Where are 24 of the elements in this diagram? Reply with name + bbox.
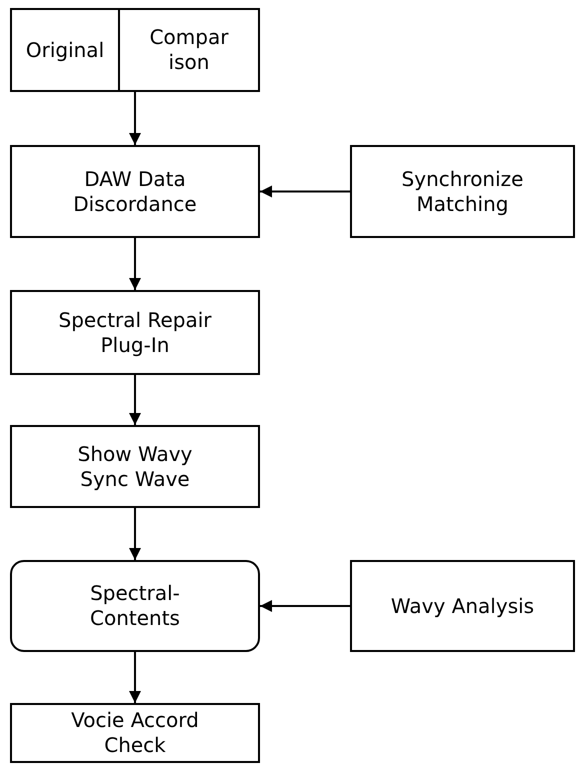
arrow: [260, 600, 350, 612]
arrow: [129, 238, 141, 290]
process-box: [10, 8, 260, 92]
node-label: Wavy Analysis: [390, 594, 534, 618]
process-box: [350, 560, 575, 652]
arrow: [260, 186, 350, 198]
process-box: [10, 290, 260, 375]
node-label: Synchronize Matching: [400, 166, 524, 216]
process-box: [10, 145, 260, 238]
process-box: [10, 425, 260, 508]
arrow: [129, 652, 141, 703]
node-label: Comparison: [149, 25, 229, 75]
process-box: [10, 703, 260, 763]
node-label: Spectral Repair Plug-In: [58, 308, 212, 358]
arrow: [129, 92, 141, 145]
rounded-process-box: [10, 560, 260, 652]
node-label: DAW Data Discordance: [72, 166, 198, 216]
arrow: [129, 508, 141, 560]
node-label: Spectral-Contents: [89, 581, 181, 631]
node-label: Vocie Accord Check: [70, 708, 200, 758]
process-box: [350, 145, 575, 238]
arrow: [129, 375, 141, 425]
node-label: Original: [26, 38, 104, 62]
node-label: Show Wavy Sync Wave: [76, 442, 194, 492]
